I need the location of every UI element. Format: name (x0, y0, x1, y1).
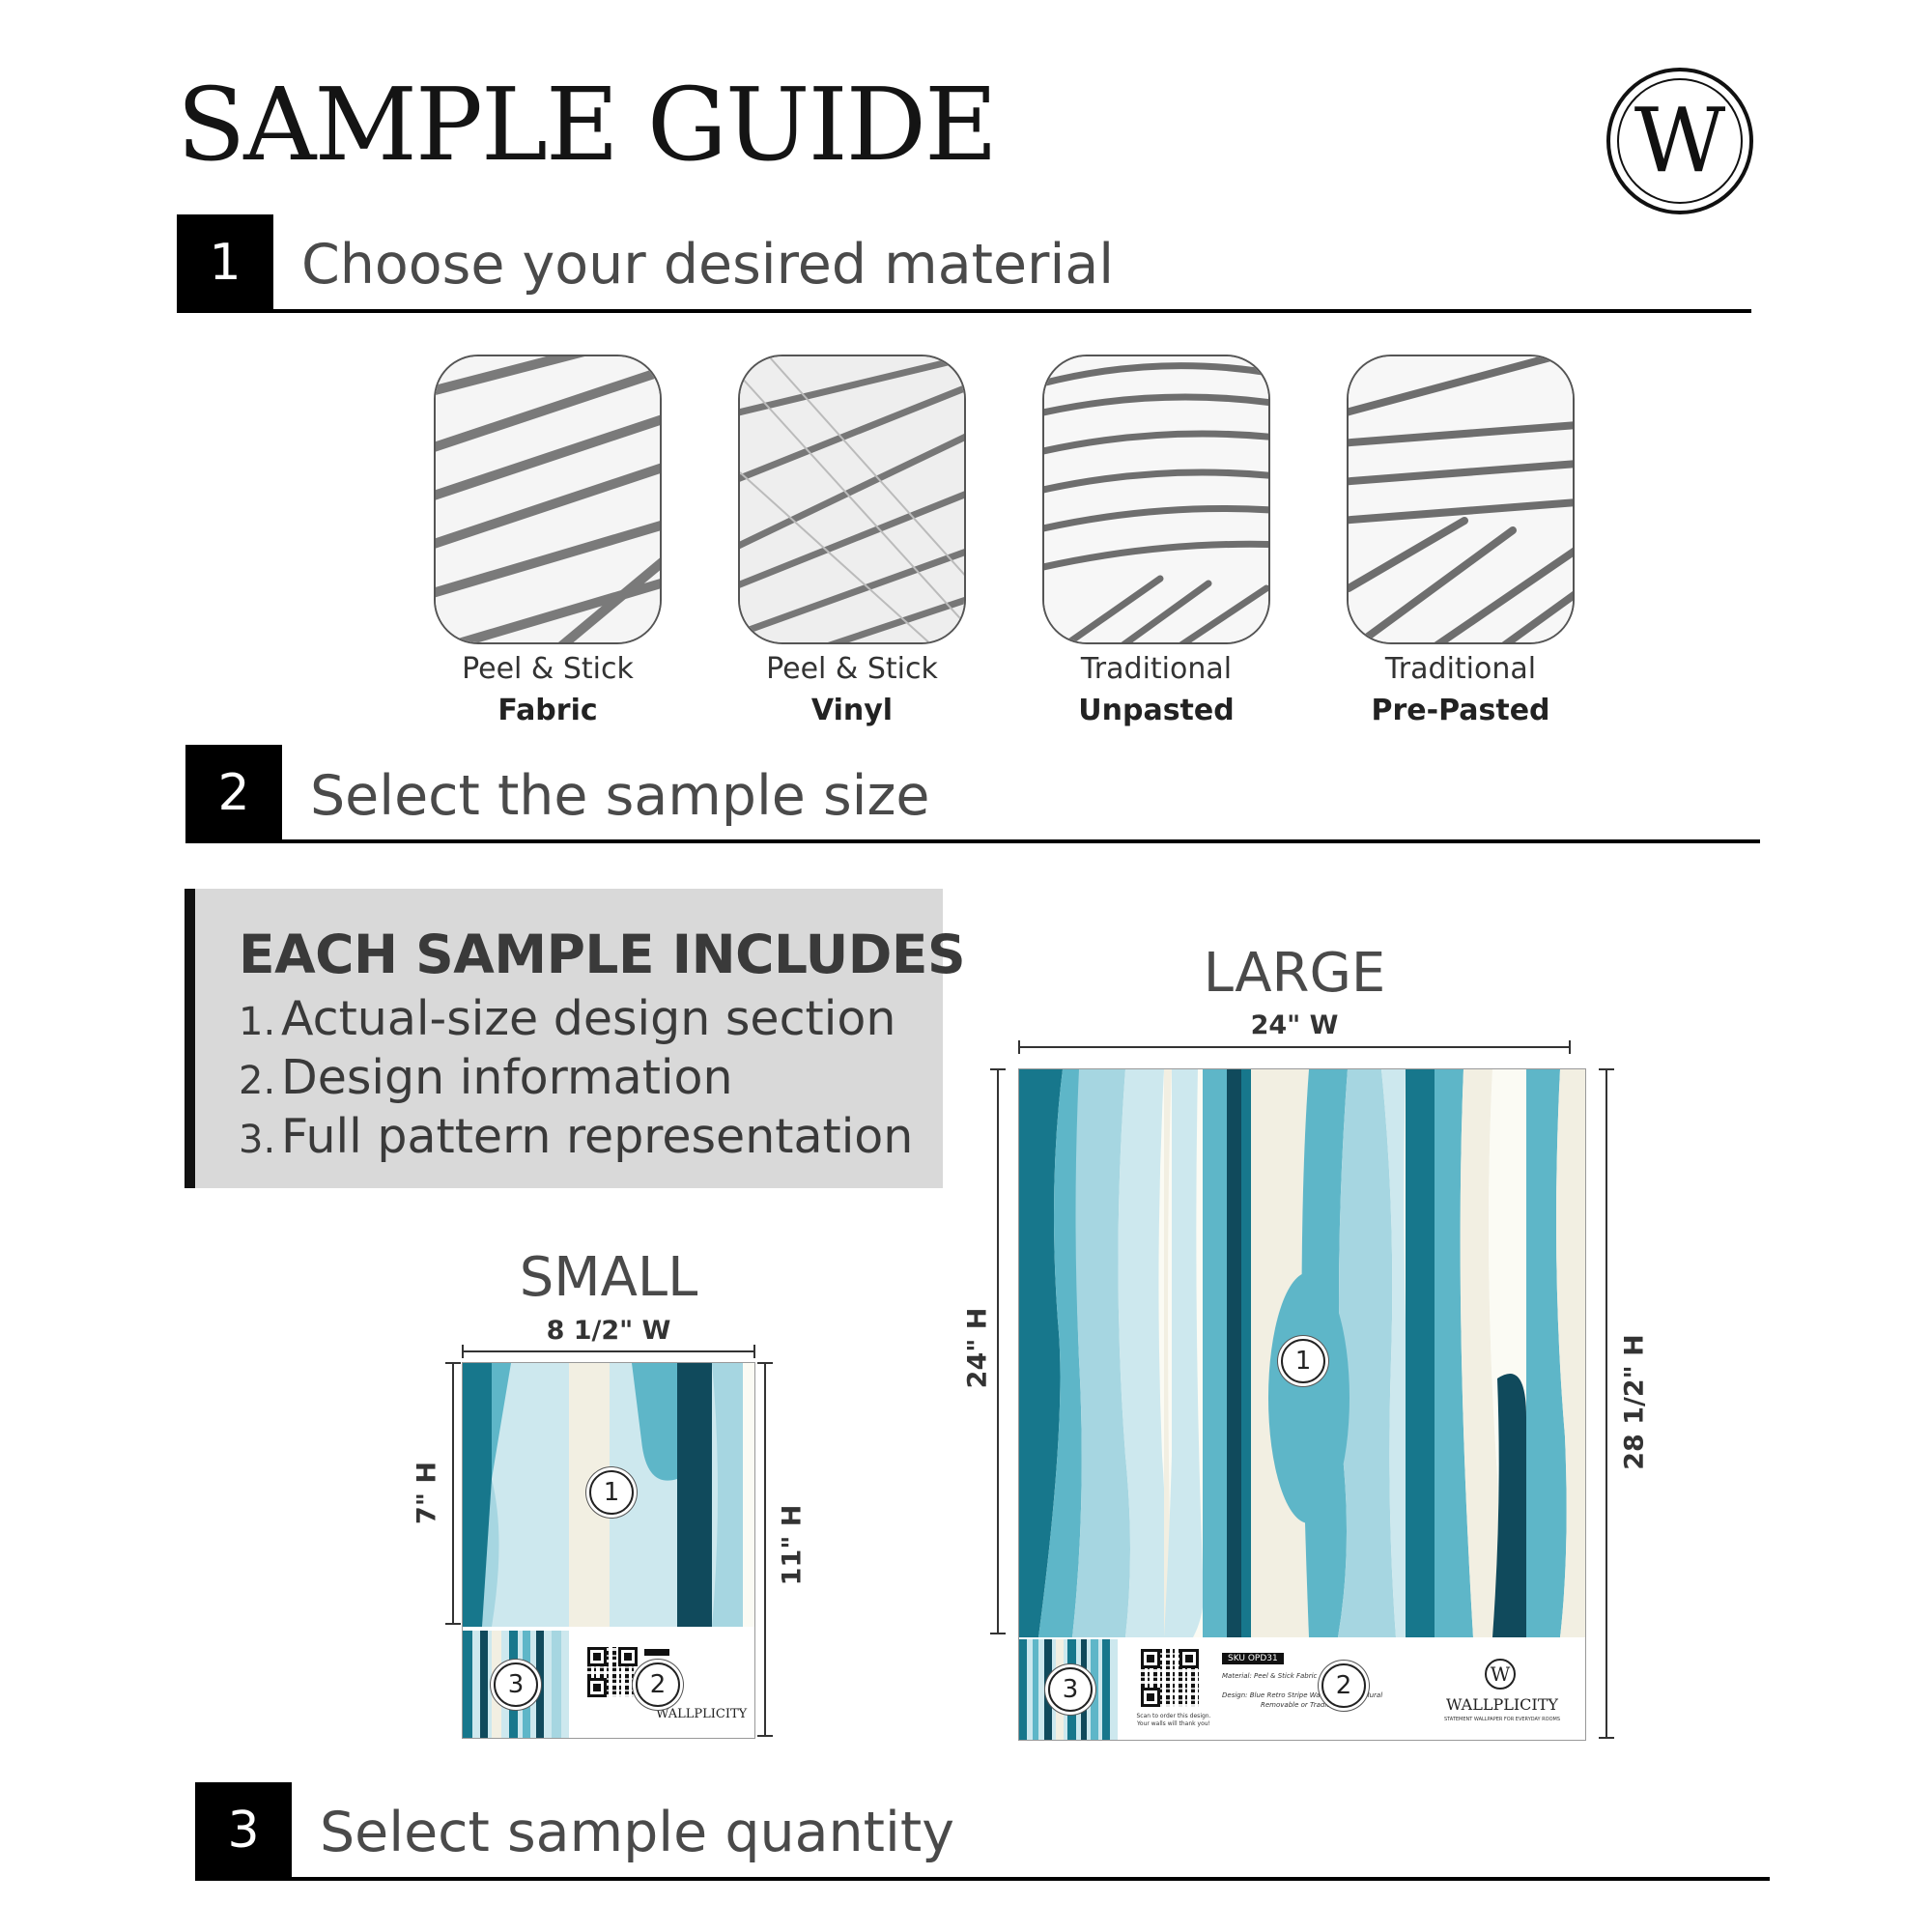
material-type: Peel & Stick (462, 652, 634, 686)
step-1-divider (177, 309, 1751, 313)
large-card-logo-icon: W (1485, 1659, 1516, 1690)
large-design-height-line (997, 1068, 999, 1634)
wallplicity-logo-icon: W (1606, 68, 1753, 214)
includes-list: 1.Actual-size design section 2.Design in… (239, 991, 913, 1168)
large-design-section (1019, 1069, 1585, 1637)
large-qr-caption: Scan to order this design. Your walls wi… (1136, 1713, 1211, 1727)
small-design-height-line (452, 1362, 454, 1625)
large-marker-3: 3 (1048, 1667, 1093, 1712)
material-type: Traditional (1384, 652, 1537, 686)
swatch-peel-stick-vinyl[interactable] (738, 355, 966, 644)
small-marker-1: 1 (589, 1470, 634, 1515)
material-name: Fabric (497, 694, 598, 727)
logo-letter: W (1617, 78, 1743, 204)
material-label-pre-pasted: Traditional Pre-Pasted (1316, 648, 1605, 731)
includes-item: 1.Actual-size design section (239, 991, 896, 1046)
step-1-heading: Choose your desired material (301, 233, 1115, 297)
sample-includes-panel: EACH SAMPLE INCLUDES 1.Actual-size desig… (185, 889, 966, 1188)
step-3-number: 3 (195, 1782, 292, 1879)
step-2-divider (185, 839, 1760, 843)
large-width-dimension-line (1018, 1046, 1571, 1048)
small-marker-3: 3 (494, 1662, 538, 1707)
large-design-line-2: Removable or Traditional (1261, 1701, 1346, 1709)
large-brand-tagline: STATEMENT WALLPAPER FOR EVERYDAY ROOMS (1443, 1717, 1561, 1722)
large-width-label: 24" W (1250, 1010, 1339, 1040)
large-qr-code (1141, 1649, 1199, 1707)
swatch-traditional-pre-pasted[interactable] (1347, 355, 1575, 644)
swatch-traditional-unpasted[interactable] (1042, 355, 1270, 644)
material-name: Unpasted (1078, 694, 1235, 727)
small-brand-name: WALLPLICITY (656, 1707, 748, 1721)
page-title: SAMPLE GUIDE (177, 66, 998, 184)
material-name: Pre-Pasted (1371, 694, 1550, 727)
material-name: Vinyl (810, 694, 894, 727)
includes-item: 2.Design information (239, 1050, 733, 1105)
step-1-number: 1 (177, 214, 273, 311)
large-marker-2: 2 (1321, 1663, 1366, 1708)
small-size-title: SMALL (519, 1246, 698, 1309)
large-brand-name: WALLPLICITY (1446, 1695, 1558, 1714)
small-marker-2: 2 (636, 1662, 680, 1707)
step-2-number: 2 (185, 745, 282, 841)
large-sample-card[interactable]: Scan to order this design. Your walls wi… (1018, 1068, 1586, 1741)
large-material-line: Material: Peel & Stick Fabric (1222, 1672, 1318, 1680)
large-sku-tag: SKU OPD31 (1222, 1653, 1284, 1664)
small-total-height-line (764, 1362, 766, 1737)
large-design-height-label: 24" H (962, 1307, 993, 1389)
includes-heading: EACH SAMPLE INCLUDES (239, 923, 966, 985)
material-label-fabric: Peel & Stick Fabric (403, 648, 693, 731)
includes-item: 3.Full pattern representation (239, 1109, 914, 1164)
large-total-height-label: 28 1/2" H (1619, 1334, 1650, 1470)
large-design-line: Design: Blue Retro Stripe Wallpaper, Wal… (1222, 1691, 1383, 1699)
material-label-vinyl: Peel & Stick Vinyl (707, 648, 997, 731)
small-width-label: 8 1/2" W (546, 1316, 671, 1346)
small-sku-tag (644, 1649, 669, 1656)
material-label-unpasted: Traditional Unpasted (1011, 648, 1301, 731)
material-type: Peel & Stick (766, 652, 938, 686)
small-total-height-label: 11" H (777, 1504, 808, 1586)
large-total-height-line (1605, 1068, 1607, 1739)
large-size-title: LARGE (1203, 942, 1386, 1005)
step-3-divider (195, 1877, 1770, 1881)
step-3-heading: Select sample quantity (320, 1801, 954, 1864)
small-qr-code (587, 1647, 638, 1697)
large-marker-1: 1 (1281, 1339, 1325, 1383)
material-type: Traditional (1080, 652, 1233, 686)
small-width-dimension-line (462, 1350, 755, 1352)
swatch-peel-stick-fabric[interactable] (434, 355, 662, 644)
step-2-heading: Select the sample size (310, 764, 930, 828)
small-design-height-label: 7" H (412, 1462, 442, 1524)
